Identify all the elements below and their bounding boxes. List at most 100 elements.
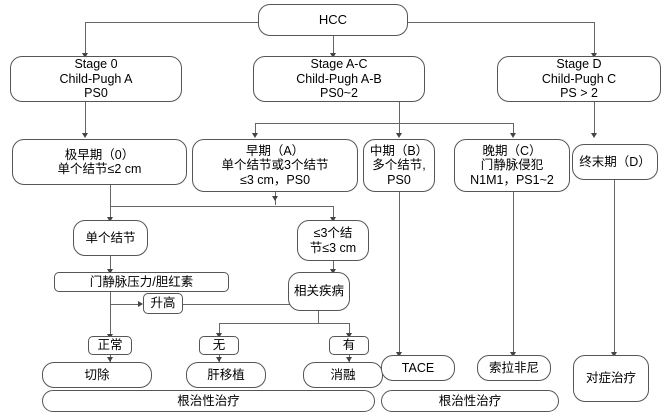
node-stage-0[interactable]: Stage 0 Child-Pugh A PS0 — [10, 56, 182, 102]
node-condition-present[interactable]: 有 — [329, 336, 369, 355]
node-outcome-curative-left-label: 根治性治疗 — [177, 393, 240, 408]
arrowhead-portal-to-elevated — [138, 301, 143, 307]
node-phase-very-early-line2: 单个结节≤2 cm — [57, 162, 142, 176]
node-condition-absent-label: 无 — [212, 338, 226, 353]
connector-phasec-down — [513, 192, 514, 355]
node-related-disease-label: 相关疾病 — [293, 284, 344, 299]
connector-stage0-down — [85, 102, 86, 136]
node-stage-d-line1: Stage D — [556, 57, 602, 72]
connector-related-to-present — [349, 323, 350, 336]
node-treatment-tace[interactable]: TACE — [381, 355, 455, 381]
node-phase-intermediate-line1: 中期（B） — [369, 143, 429, 158]
connector-singlenodule-down — [110, 256, 111, 272]
node-treatment-resection[interactable]: 切除 — [42, 362, 152, 388]
node-phase-intermediate[interactable]: 中期（B） 多个结节, PS0 — [363, 139, 435, 192]
connector-phaseb-down — [399, 192, 400, 355]
node-treatment-symptomatic[interactable]: 对症治疗 — [573, 355, 649, 402]
arrowhead-phasec-to-sorafenib — [510, 352, 516, 357]
node-treatment-transplant-label: 肝移植 — [207, 367, 245, 382]
node-phase-early-line2: 单个结节或3个结节 — [221, 158, 329, 173]
node-stage-ac-line3: PS0~2 — [320, 86, 358, 101]
connector-related-down — [318, 311, 319, 323]
node-treatment-symptomatic-label: 对症治疗 — [585, 371, 636, 386]
node-treatment-ablation-label: 消融 — [330, 367, 356, 382]
connector-stageac-down — [399, 102, 400, 123]
arrowhead-stageac-to-phaseb — [396, 133, 402, 138]
node-single-nodule[interactable]: 单个结节 — [73, 220, 148, 256]
connector-hcc-left-h — [85, 22, 258, 23]
node-stage-ac-line2: Child-Pugh A-B — [296, 71, 382, 86]
node-condition-present-label: 有 — [342, 338, 356, 353]
arrowhead-normal-to-resection — [107, 357, 113, 362]
node-treatment-sorafenib-label: 索拉非尼 — [488, 360, 539, 375]
node-stage-0-line3: PS0 — [84, 86, 108, 101]
node-treatment-sorafenib[interactable]: 索拉非尼 — [477, 355, 551, 381]
node-phase-advanced-line3: N1M1，PS1~2 — [470, 172, 554, 187]
node-phase-early[interactable]: 早期（A） 单个结节或3个结节 ≤3 cm，PS0 — [192, 139, 358, 192]
node-treatment-ablation[interactable]: 消融 — [303, 362, 383, 388]
node-stage-0-line1: Stage 0 — [74, 57, 118, 72]
node-three-nodules-line1: ≤3个结 — [313, 226, 353, 241]
connector-hcc-right-v — [594, 22, 595, 56]
arrowhead-phasea-stub — [272, 196, 278, 201]
connector-portal-to-elevated-h — [110, 304, 140, 305]
connector-stageac-bus — [255, 123, 513, 124]
node-three-nodules-line2: 节≤3 cm — [309, 240, 357, 255]
arrowhead-absent-to-transplant — [216, 357, 222, 362]
node-single-nodule-label: 单个结节 — [85, 230, 136, 245]
node-elevated-label: 升高 — [150, 296, 176, 311]
connector-hcc-left-v — [85, 22, 86, 56]
arrowhead-related-to-absent — [216, 333, 222, 338]
arrowhead-hcc-to-stage-d — [591, 53, 597, 58]
connector-related-bus — [219, 323, 349, 324]
node-stage-ac[interactable]: Stage A-C Child-Pugh A-B PS0~2 — [253, 56, 425, 102]
arrowhead-present-to-ablation — [346, 357, 352, 362]
node-elevated[interactable]: 升高 — [143, 293, 183, 314]
node-outcome-curative-left[interactable]: 根治性治疗 — [42, 390, 375, 412]
node-three-nodules[interactable]: ≤3个结 节≤3 cm — [297, 220, 369, 261]
connector-hcc-stub — [333, 36, 334, 62]
node-condition-absent[interactable]: 无 — [199, 336, 239, 355]
node-condition-normal[interactable]: 正常 — [88, 336, 132, 355]
node-phase-advanced[interactable]: 晚期（C） 门静脉侵犯 N1M1，PS1~2 — [454, 139, 570, 192]
node-phase-early-line1: 早期（A） — [245, 143, 305, 158]
arrowhead-staged-to-phased — [591, 133, 597, 138]
arrowhead-stage0-to-phase0 — [82, 133, 88, 138]
connector-hcc-right-h — [408, 22, 594, 23]
arrowhead-phasea-to-threenodules — [330, 217, 336, 222]
arrowhead-threenodules-to-related — [330, 269, 336, 274]
node-hcc[interactable]: HCC — [258, 4, 408, 36]
node-hcc-label: HCC — [318, 11, 348, 27]
node-outcome-curative-right-label: 根治性治疗 — [438, 393, 502, 408]
node-phase-terminal[interactable]: 终末期（D） — [572, 144, 658, 180]
node-phase-terminal-line1: 终末期（D） — [579, 154, 651, 169]
connector-elevated-to-related-h — [183, 304, 323, 305]
node-outcome-curative-right[interactable]: 根治性治疗 — [381, 390, 559, 412]
node-stage-d[interactable]: Stage D Child-Pugh C PS > 2 — [497, 56, 661, 102]
arrowhead-hcc-to-stage-0 — [82, 53, 88, 58]
node-related-disease[interactable]: 相关疾病 — [288, 272, 350, 311]
node-portal-pressure-bilirubin-label: 门静脉压力/胆红素 — [89, 274, 194, 289]
node-stage-0-line2: Child-Pugh A — [59, 71, 133, 86]
connector-phasea-bus — [110, 206, 333, 207]
connector-portal-down — [110, 292, 111, 337]
node-phase-advanced-line1: 晚期（C） — [482, 143, 542, 158]
node-phase-intermediate-line2: 多个结节, — [372, 158, 426, 173]
node-treatment-transplant[interactable]: 肝移植 — [186, 362, 266, 388]
connector-phase0-down — [110, 185, 111, 220]
node-phase-intermediate-line3: PS0 — [387, 172, 411, 187]
arrowhead-phased-to-symptomatic — [611, 352, 617, 357]
connector-related-to-absent — [219, 323, 220, 336]
node-phase-early-line3: ≤3 cm，PS0 — [239, 172, 311, 187]
node-portal-pressure-bilirubin[interactable]: 门静脉压力/胆红素 — [54, 272, 229, 292]
node-phase-advanced-line2: 门静脉侵犯 — [480, 158, 544, 173]
node-treatment-tace-label: TACE — [401, 360, 435, 375]
arrowhead-stageac-to-phasec — [510, 133, 516, 138]
node-phase-very-early[interactable]: 极早期（0） 单个结节≤2 cm — [12, 139, 187, 185]
arrowhead-singlenodule-to-portal — [107, 269, 113, 274]
node-phase-very-early-line1: 极早期（0） — [64, 147, 135, 162]
node-condition-normal-label: 正常 — [97, 338, 123, 353]
arrowhead-related-to-present — [346, 333, 352, 338]
connector-stageac-to-c — [513, 123, 514, 136]
